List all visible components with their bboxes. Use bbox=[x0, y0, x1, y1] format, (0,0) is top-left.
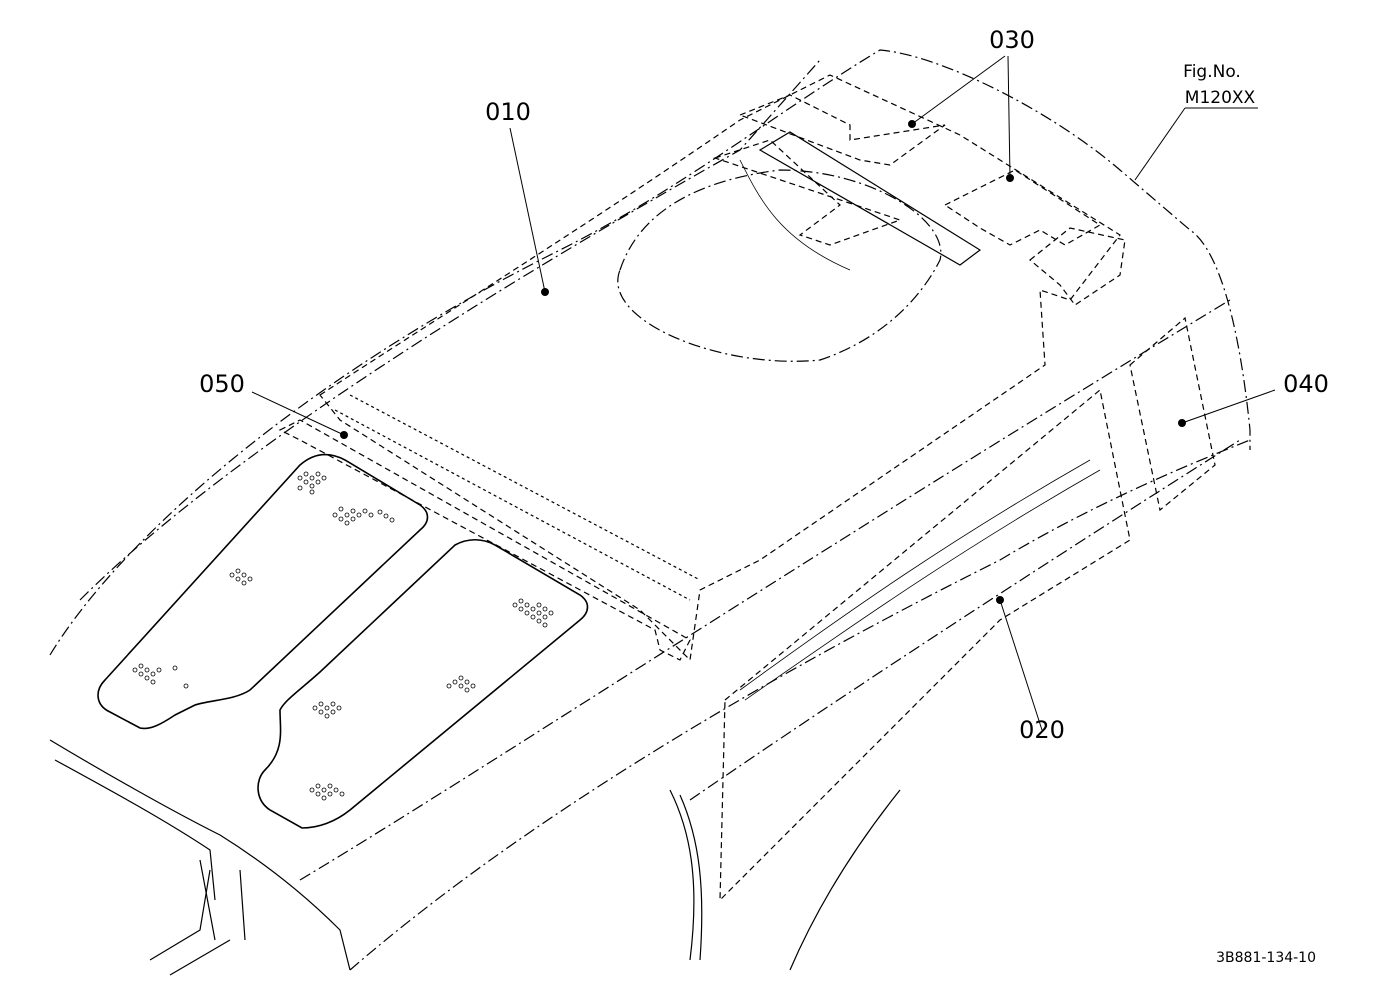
seal-block bbox=[1029, 227, 1126, 306]
door-arc bbox=[789, 789, 901, 971]
roof-side-edge bbox=[299, 299, 1231, 881]
acoustic-pad-left bbox=[97, 453, 429, 730]
roof-panel-010 bbox=[319, 74, 1121, 662]
side-panel-020 bbox=[719, 388, 1131, 902]
roof-outer-outline bbox=[49, 49, 1251, 656]
callout-040: 040 bbox=[1283, 370, 1329, 398]
seal-part-030-b bbox=[943, 169, 1102, 246]
drawing-code: 3B881-134-10 bbox=[1216, 950, 1316, 966]
callout-030: 030 bbox=[989, 26, 1035, 54]
seal-part-030-a bbox=[738, 94, 946, 166]
roof-panel-010-inner bbox=[334, 394, 701, 601]
side-panel-strip bbox=[739, 459, 1101, 701]
pillar-right bbox=[669, 789, 703, 961]
seal-part-030-c bbox=[713, 139, 902, 246]
sunroof-outline bbox=[617, 169, 942, 362]
sunroof-frame-2 bbox=[739, 159, 851, 271]
callout-050: 050 bbox=[199, 370, 245, 398]
side-panel-040 bbox=[1129, 316, 1216, 512]
leader-lines bbox=[251, 55, 1276, 731]
sunroof-frame bbox=[758, 131, 982, 266]
callout-020: 020 bbox=[1019, 716, 1065, 744]
pillar-left bbox=[149, 869, 231, 976]
roof-side-edge-2 bbox=[689, 439, 1241, 801]
front-frame-inner bbox=[54, 759, 246, 941]
callout-010: 010 bbox=[485, 98, 531, 126]
acoustic-pad-right bbox=[257, 538, 589, 829]
fig-number: M120XX bbox=[1185, 88, 1256, 108]
perforation-clusters bbox=[132, 471, 554, 801]
fig-title: Fig.No. bbox=[1183, 62, 1241, 82]
front-rail-050 bbox=[278, 419, 691, 661]
roof-front-edge bbox=[79, 59, 821, 601]
roof-rear-edge bbox=[349, 439, 1251, 971]
front-frame bbox=[49, 739, 351, 971]
